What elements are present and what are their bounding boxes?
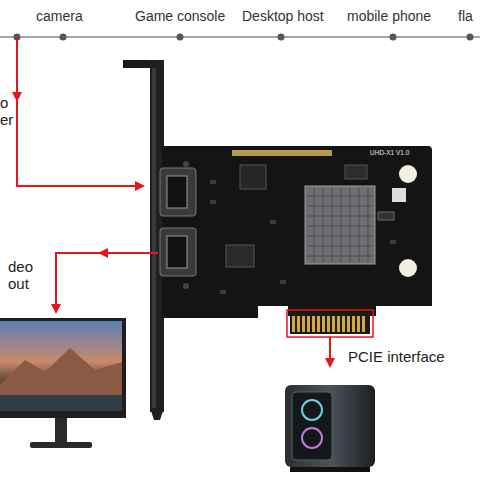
callout-label: deo out	[8, 258, 42, 293]
callout-label: o er	[0, 94, 14, 129]
source-label: Desktop host	[242, 8, 338, 24]
board-silkscreen: UHD-X1 V1.0	[370, 149, 426, 156]
source-label: mobile phone	[347, 8, 447, 24]
source-label: fla	[458, 8, 480, 24]
callout-label: PCIE interface	[348, 348, 473, 365]
source-label: camera	[36, 8, 96, 24]
source-label: Game console	[135, 8, 235, 24]
